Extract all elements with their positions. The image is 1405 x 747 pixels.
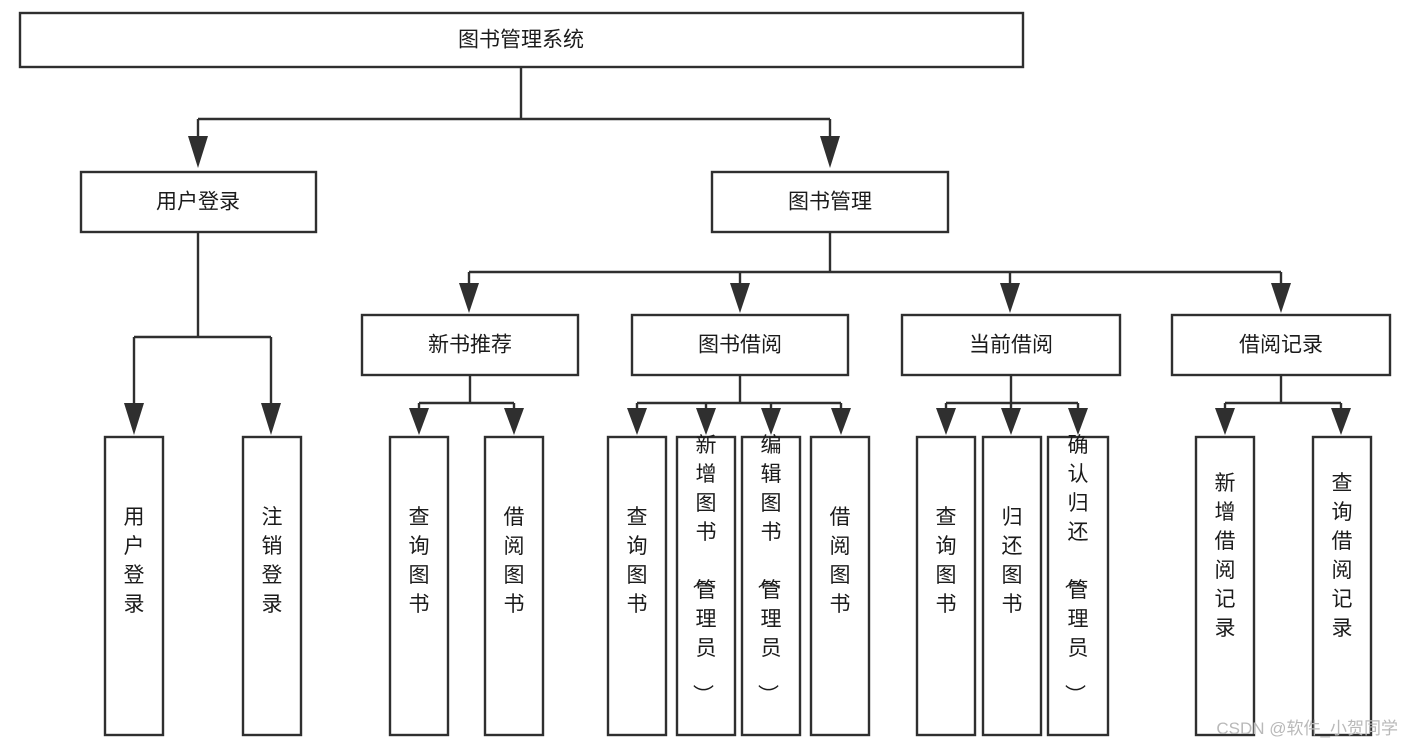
leaf-user-login-0-label: 用户登录 [124, 506, 145, 616]
leaf-new-book-recommend-1[interactable]: 借阅图书 [483, 435, 545, 737]
leaf-book-borrow-1-box [675, 435, 737, 737]
arrow-head-icon [1068, 408, 1088, 435]
leaf-user-login-1-label: 注销登录 [262, 506, 283, 616]
leaf-book-borrow-3-label: 借阅图书 [830, 506, 851, 616]
connector-book-management-to-level3 [459, 232, 1291, 313]
leaf-current-borrow-1[interactable]: 归还图书 [981, 435, 1043, 737]
leaf-user-login-1-box [241, 435, 303, 737]
connector-root-to-level2 [188, 67, 840, 168]
node-root[interactable]: 图书管理系统 [18, 11, 1025, 69]
leaf-user-login-1[interactable]: 注销登录 [241, 435, 303, 737]
leaf-book-borrow-1-label: 新增图书（管理员） [691, 434, 717, 705]
arrow-head-icon [1001, 408, 1021, 435]
node-current-borrow-label: 当前借阅 [969, 334, 1053, 357]
node-new-book-recommend[interactable]: 新书推荐 [360, 313, 580, 377]
leaf-borrow-record-0-label: 新增借阅记录 [1215, 472, 1236, 640]
arrow-head-icon [627, 408, 647, 435]
arrow-head-icon [730, 283, 750, 313]
leaf-book-borrow-2-box [740, 435, 802, 737]
leaf-new-book-recommend-0[interactable]: 查询图书 [388, 435, 450, 737]
leaf-current-borrow-0-label: 查询图书 [936, 506, 957, 616]
leaf-current-borrow-1-label: 归还图书 [1002, 506, 1023, 616]
arrow-head-icon [1000, 283, 1020, 313]
node-book-borrow-label: 图书借阅 [698, 334, 782, 357]
leaf-borrow-record-0-box [1194, 435, 1256, 737]
leaf-user-login-0[interactable]: 用户登录 [103, 435, 165, 737]
connector-book-borrow-to-leaves [627, 375, 851, 435]
connector-new-book-recommend-to-leaves [409, 375, 524, 435]
connector-borrow-record-to-leaves [1215, 375, 1351, 435]
node-current-borrow-box [900, 313, 1122, 377]
node-borrow-record[interactable]: 借阅记录 [1170, 313, 1392, 377]
leaf-new-book-recommend-1-label: 借阅图书 [504, 506, 525, 616]
node-new-book-recommend-box [360, 313, 580, 377]
leaf-borrow-record-1[interactable]: 查询借阅记录 [1311, 435, 1373, 737]
leaf-new-book-recommend-0-label: 查询图书 [409, 506, 430, 616]
arrow-head-icon [1215, 408, 1235, 435]
leaf-new-book-recommend-1-box [483, 435, 545, 737]
node-book-management-label: 图书管理 [788, 191, 872, 214]
leaf-book-borrow-0-box [606, 435, 668, 737]
node-book-management[interactable]: 图书管理 [710, 170, 950, 234]
arrow-head-icon [1271, 283, 1291, 313]
leaf-book-borrow-3[interactable]: 借阅图书 [809, 435, 871, 737]
leaf-borrow-record-0[interactable]: 新增借阅记录 [1194, 435, 1256, 737]
node-current-borrow[interactable]: 当前借阅 [900, 313, 1122, 377]
arrow-head-icon [1331, 408, 1351, 435]
leaf-new-book-recommend-0-box [388, 435, 450, 737]
leaf-current-borrow-2[interactable]: 确认归还（管理员） [1046, 434, 1110, 737]
arrow-head-icon [459, 283, 479, 313]
leaf-current-borrow-2-box [1046, 435, 1110, 737]
arrow-head-icon [761, 408, 781, 435]
leaf-current-borrow-2-label: 确认归还（管理员） [1063, 434, 1089, 705]
connector-current-borrow-to-leaves [936, 375, 1088, 435]
csdn-watermark: CSDN @软件_小贺同学 [1216, 719, 1398, 738]
leaf-book-borrow-1[interactable]: 新增图书（管理员） [675, 434, 737, 737]
arrow-head-icon [124, 403, 144, 435]
node-root-box [18, 11, 1025, 69]
arrow-head-icon [261, 403, 281, 435]
leaf-book-borrow-3-box [809, 435, 871, 737]
node-book-borrow[interactable]: 图书借阅 [630, 313, 850, 377]
leaf-book-borrow-2-label: 编辑图书（管理员） [756, 434, 782, 705]
leaf-current-borrow-0-box [915, 435, 977, 737]
leaf-current-borrow-1-box [981, 435, 1043, 737]
arrow-head-icon [696, 408, 716, 435]
connector-user-login-to-leaves [124, 232, 281, 435]
leaf-borrow-record-1-label: 查询借阅记录 [1332, 472, 1353, 640]
arrow-head-icon [409, 408, 429, 435]
leaf-user-login-0-box [103, 435, 165, 737]
leaf-current-borrow-0[interactable]: 查询图书 [915, 435, 977, 737]
leaf-book-borrow-0-label: 查询图书 [627, 506, 648, 616]
node-new-book-recommend-label: 新书推荐 [428, 334, 512, 357]
arrow-head-icon [936, 408, 956, 435]
node-user-login[interactable]: 用户登录 [79, 170, 318, 234]
arrow-head-icon [831, 408, 851, 435]
leaf-book-borrow-2[interactable]: 编辑图书（管理员） [740, 434, 802, 737]
node-user-login-label: 用户登录 [156, 191, 240, 214]
arrow-head-icon [188, 136, 208, 168]
leaf-book-borrow-0[interactable]: 查询图书 [606, 435, 668, 737]
node-root-label: 图书管理系统 [458, 29, 584, 52]
node-borrow-record-label: 借阅记录 [1239, 334, 1323, 357]
leaf-borrow-record-1-box [1311, 435, 1373, 737]
node-user-login-box [79, 170, 318, 234]
arrow-head-icon [504, 408, 524, 435]
arrow-head-icon [820, 136, 840, 168]
